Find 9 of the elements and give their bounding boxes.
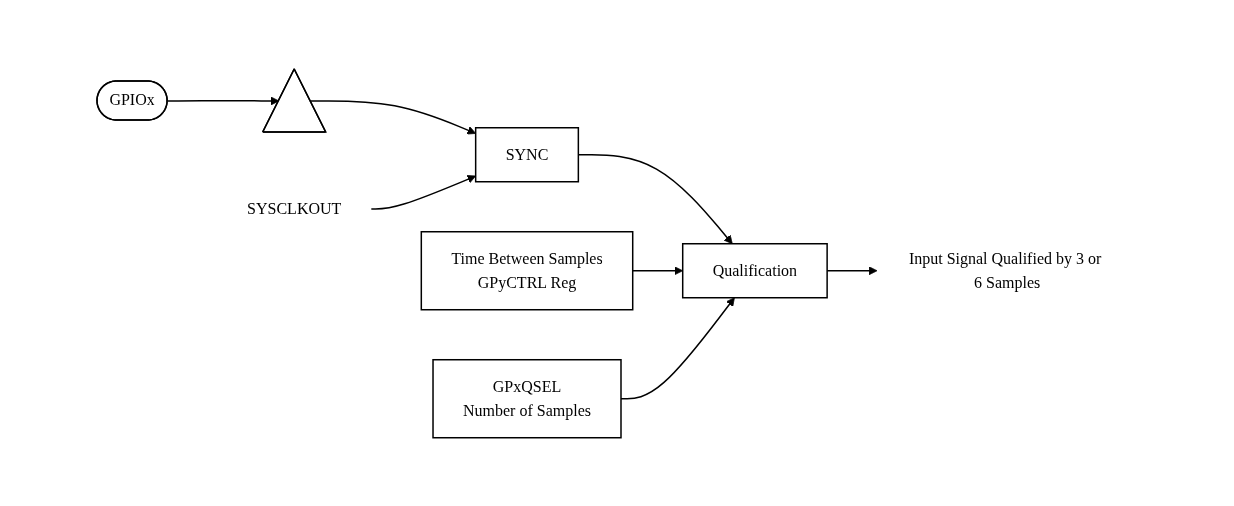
node-box: SYNC xyxy=(474,126,580,183)
arrow xyxy=(370,174,476,210)
node-text: SYSCLKOUT xyxy=(247,199,342,217)
arrow xyxy=(620,296,735,400)
node-box: Time Between Samples GPyCTRL Reg xyxy=(420,230,634,311)
node-box: Qualification xyxy=(681,242,828,299)
node-text: Input Signal Qualified by 3 or 6 Samples xyxy=(908,249,1102,291)
arrow xyxy=(309,99,476,135)
node-box: GPxQSEL Number of Samples xyxy=(432,358,622,439)
